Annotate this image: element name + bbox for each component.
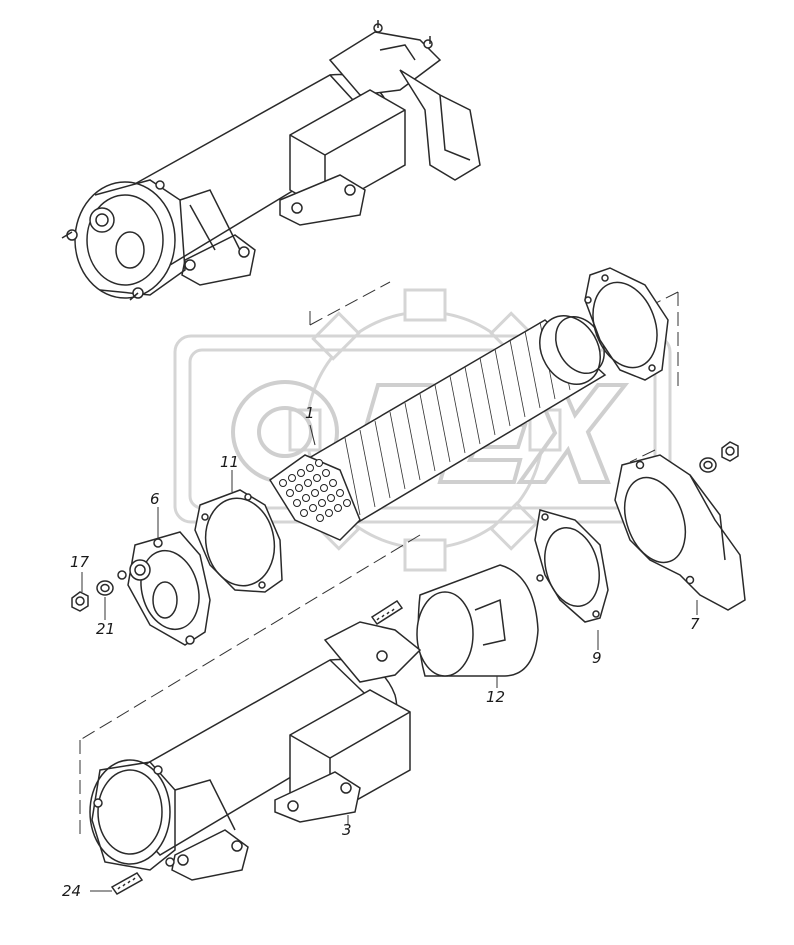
callout-21: 21 [96,620,116,638]
callout-6: 6 [150,490,160,508]
callout-24: 24 [62,882,82,900]
right-nut-washer [699,441,739,473]
callout-1: 1 [305,404,315,422]
stud-upper [370,599,404,626]
part-3-housing [89,621,422,881]
part-12-sleeve [416,564,539,677]
part-24-stud [110,872,144,895]
part-17-nut [71,591,89,612]
callout-7: 7 [690,615,700,633]
part-1-core [268,315,607,541]
assembly-lines [79,281,679,840]
callout-11: 11 [220,453,240,471]
part-11-gasket [194,489,283,593]
cooler-assembled [61,20,481,301]
watermark-frame-inner [188,348,657,510]
leader-lines [81,424,698,892]
part-9-gasket [534,509,609,623]
part-7-housing [614,454,746,611]
part-6-cover [117,531,211,646]
watermark-frame-outer [173,334,672,524]
part-21-washer [96,580,114,596]
callout-3: 3 [342,821,352,839]
callout-9: 9 [592,649,602,667]
callout-17: 17 [70,553,90,571]
callout-12: 12 [486,688,506,706]
gasket-upper [584,267,669,381]
